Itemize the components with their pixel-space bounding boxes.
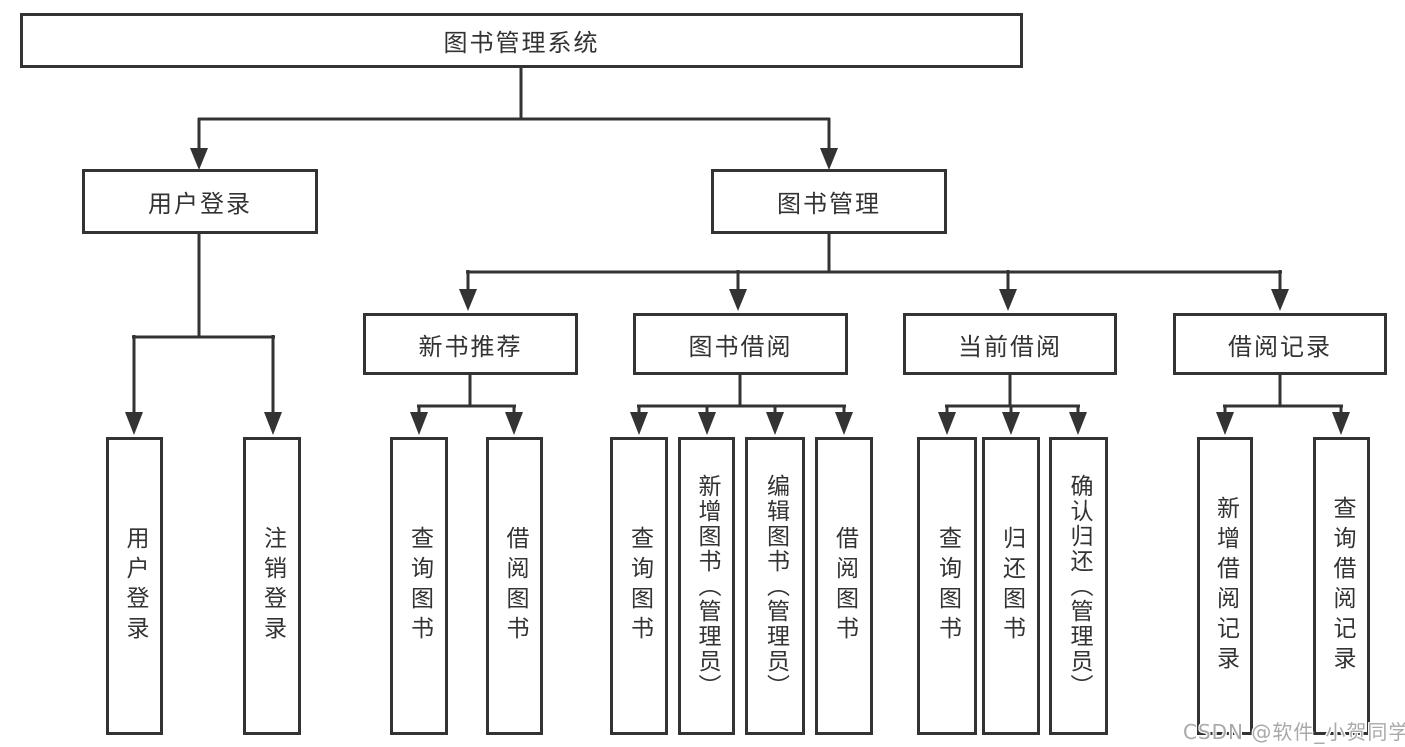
- node-borrow-borrow-book: 借阅图书: [815, 437, 873, 735]
- node-current-query-book: 查询图书: [917, 437, 977, 735]
- node-user-login: 用户登录: [82, 169, 318, 234]
- node-logout-leaf: 注销登录: [243, 437, 301, 735]
- node-records-add-record: 新增借阅记录: [1197, 437, 1253, 735]
- node-new-book-recommend: 新书推荐: [363, 313, 578, 375]
- node-book-management: 图书管理: [711, 169, 947, 234]
- node-borrow-edit-book-admin: 编辑图书（管理员）: [745, 437, 805, 735]
- node-login-leaf: 用户登录: [106, 437, 163, 735]
- node-borrow-add-book-admin: 新增图书（管理员）: [678, 437, 735, 735]
- watermark: CSDN @软件_小贺同学: [1183, 720, 1405, 744]
- node-borrow-query-book: 查询图书: [610, 437, 668, 735]
- node-borrow-records: 借阅记录: [1173, 313, 1387, 375]
- node-recommend-query-book: 查询图书: [390, 437, 448, 735]
- node-current-return-book: 归还图书: [982, 437, 1040, 735]
- node-current-confirm-return-admin: 确认归还（管理员）: [1049, 437, 1108, 735]
- node-recommend-borrow-book: 借阅图书: [486, 437, 543, 735]
- node-records-query-record: 查询借阅记录: [1313, 437, 1370, 735]
- node-root-system: 图书管理系统: [20, 13, 1023, 68]
- node-current-borrow: 当前借阅: [903, 313, 1117, 375]
- node-book-borrow: 图书借阅: [633, 313, 848, 375]
